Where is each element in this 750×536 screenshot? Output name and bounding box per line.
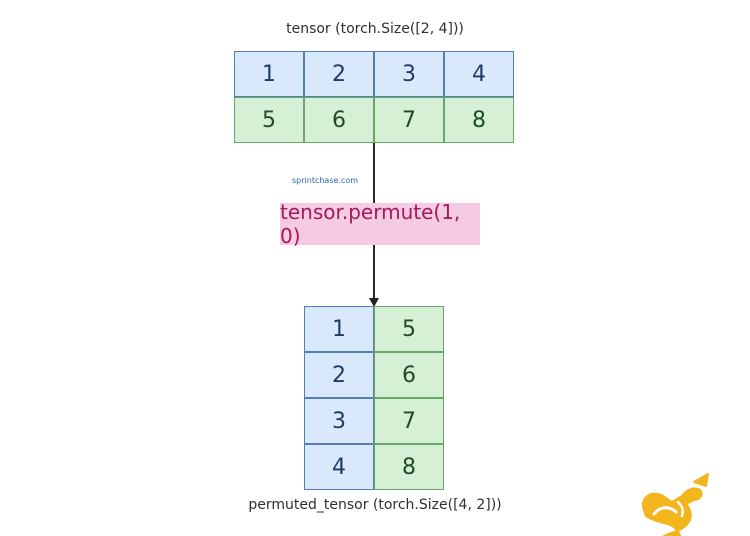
permuted-cell: 3: [304, 398, 374, 444]
permuted-cell: 1: [304, 306, 374, 352]
permuted-cell: 4: [304, 444, 374, 490]
tensor-caption: tensor (torch.Size([2, 4])): [286, 21, 464, 37]
watermark-text: sprintchase.com: [292, 176, 359, 185]
tensor-cell: 4: [444, 51, 514, 97]
permuted-tensor-grid: 1 5 2 6 3 7 4 8: [304, 306, 444, 490]
permuted-cell: 8: [374, 444, 444, 490]
tensor-cell: 5: [234, 97, 304, 143]
brand-logo-icon: [642, 473, 709, 536]
permuted-cell: 6: [374, 352, 444, 398]
permuted-cell: 2: [304, 352, 374, 398]
tensor-cell: 8: [444, 97, 514, 143]
tensor-cell: 6: [304, 97, 374, 143]
permute-operation-box: tensor.permute(1, 0): [280, 200, 480, 248]
permuted-cell: 7: [374, 398, 444, 444]
tensor-grid: 1 2 3 4 5 6 7 8: [234, 51, 514, 143]
permuted-cell: 5: [374, 306, 444, 352]
permuted-tensor-caption: permuted_tensor (torch.Size([4, 2])): [248, 497, 502, 513]
tensor-cell: 2: [304, 51, 374, 97]
tensor-cell: 3: [374, 51, 444, 97]
tensor-cell: 7: [374, 97, 444, 143]
arrowhead-icon: [369, 298, 379, 307]
tensor-cell: 1: [234, 51, 304, 97]
